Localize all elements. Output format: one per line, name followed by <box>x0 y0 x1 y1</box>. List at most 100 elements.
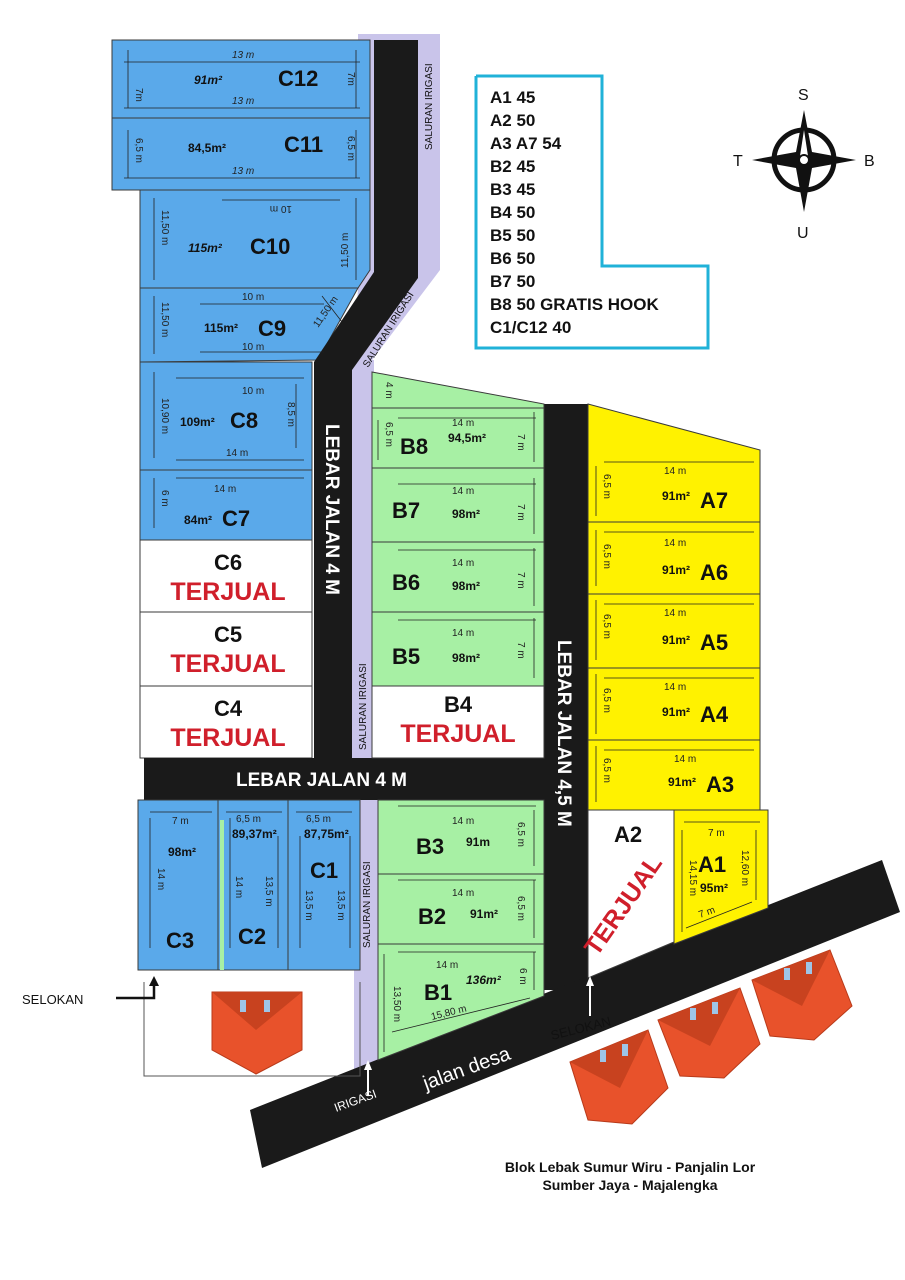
lot-c5[interactable] <box>139 611 313 687</box>
dim-a7-top: 14 m <box>664 466 686 477</box>
dim-c2-top: 6,5 m <box>236 814 261 825</box>
irrigation-label-mid: SALURAN IRIGASI <box>358 663 369 750</box>
lot-b1[interactable] <box>377 943 545 1061</box>
sold-label-c5: TERJUAL <box>170 650 285 678</box>
dim-b8-left: 6,5 m <box>383 422 394 447</box>
area-a6: 91m² <box>662 563 690 577</box>
dim-c2-left: 14 m <box>233 876 244 898</box>
irrigation-arrowhead <box>364 1060 372 1070</box>
dim-c8-right: 8,5 m <box>285 402 296 427</box>
lot-label-c11: C11 <box>284 132 323 157</box>
block-b <box>371 371 545 1061</box>
lot-a3[interactable] <box>587 739 761 811</box>
dim-b1-right: 6 m <box>517 968 528 985</box>
block-a <box>587 403 769 979</box>
dim-c10-top: 10 m <box>270 203 292 214</box>
lot-b2[interactable] <box>377 873 545 945</box>
lot-label-c2: C2 <box>238 924 266 949</box>
price-item: B7 50 <box>490 272 536 291</box>
dim-c1-right: 13,5 m <box>335 890 346 921</box>
drain-arrow-left <box>116 984 156 1000</box>
compass-south-label: U <box>797 225 809 242</box>
dim-b2-top: 14 m <box>452 888 474 899</box>
lot-label-a4: A4 <box>700 702 729 727</box>
house-icon <box>657 987 761 1079</box>
lot-label-c10: C10 <box>250 234 290 259</box>
dim-b1-top: 14 m <box>436 960 458 971</box>
dim-c1-top: 6,5 m <box>306 814 331 825</box>
price-item: B8 50 GRATIS HOOK <box>490 295 659 314</box>
lot-a5[interactable] <box>587 593 761 669</box>
area-b1: 136m² <box>466 973 502 987</box>
location-caption: Blok Lebak Sumur Wiru - Panjalin Lor Sum… <box>420 1158 840 1194</box>
lot-b4[interactable] <box>371 685 545 759</box>
price-item: B4 50 <box>490 203 536 222</box>
area-c7: 84m² <box>184 513 212 527</box>
lot-label-b7: B7 <box>392 498 420 523</box>
sold-label-c4: TERJUAL <box>170 724 285 752</box>
dim-a5-top: 14 m <box>664 608 686 619</box>
lot-label-c1: C1 <box>310 858 338 883</box>
lot-b8-notch <box>371 371 545 409</box>
lot-label-c7: C7 <box>222 506 250 531</box>
house-icon <box>211 991 303 1075</box>
lot-label-a7: A7 <box>700 488 728 513</box>
area-c12: 91m² <box>194 73 223 87</box>
area-b5: 98m² <box>452 651 480 665</box>
lot-c2-strip <box>220 820 224 970</box>
dim-b3-top: 14 m <box>452 816 474 827</box>
lot-labels: C12 C11 C10 C9 C8 C7 B8 B7 B6 B5 B3 B2 B… <box>166 66 734 1005</box>
lot-label-b5: B5 <box>392 644 420 669</box>
area-a7: 91m² <box>662 489 690 503</box>
dim-b5-right: 7 m <box>515 642 526 659</box>
price-item: B2 45 <box>490 157 536 176</box>
price-item: A2 50 <box>490 111 536 130</box>
dim-b5-top: 14 m <box>452 628 474 639</box>
lot-b6[interactable] <box>371 541 545 613</box>
irrigation-label-top: SALURAN IRIGASI <box>424 63 435 150</box>
sold-lot-name-c4: C4 <box>214 696 243 721</box>
area-a4: 91m² <box>662 705 690 719</box>
dim-a3-left: 6,5 m <box>601 758 612 783</box>
lot-label-b3: B3 <box>416 834 444 859</box>
dim-a1-top: 7 m <box>708 828 725 839</box>
dim-b6-right: 7 m <box>515 572 526 589</box>
road-main-vertical <box>314 40 418 760</box>
lot-c4[interactable] <box>139 685 313 759</box>
lot-b5[interactable] <box>371 611 545 687</box>
lot-label-b8: B8 <box>400 434 428 459</box>
lot-c6[interactable] <box>139 539 313 613</box>
dim-c9-left: 11,50 m <box>159 302 170 337</box>
dim-c3-left: 14 m <box>155 868 166 890</box>
lot-a4[interactable] <box>587 667 761 741</box>
lot-a6[interactable] <box>587 521 761 595</box>
lot-a1[interactable] <box>673 809 769 945</box>
lot-c8[interactable] <box>139 361 313 471</box>
lot-a7[interactable] <box>587 403 761 523</box>
lot-c11[interactable] <box>111 117 371 191</box>
sold-lot-name-b4: B4 <box>444 692 473 717</box>
house-icon <box>569 1029 669 1125</box>
road-label-right-vertical: LEBAR JALAN 4,5 M <box>553 640 574 827</box>
lot-c1[interactable] <box>287 799 361 971</box>
lot-c3[interactable] <box>137 799 219 971</box>
dim-c11-bottom: 13 m <box>232 166 254 177</box>
lot-label-c9: C9 <box>258 316 286 341</box>
price-item: A1 45 <box>490 88 536 107</box>
dim-a4-top: 14 m <box>664 682 686 693</box>
house-icon <box>751 949 853 1041</box>
area-b8: 94,5m² <box>448 431 486 445</box>
dim-c8-left: 10,90 m <box>159 398 170 434</box>
dim-a3-top: 14 m <box>674 754 696 765</box>
road-right-vertical <box>544 404 588 990</box>
dim-c10-left: 11,50 m <box>159 210 170 245</box>
lot-c7[interactable] <box>139 469 313 541</box>
lot-c10[interactable] <box>139 189 371 289</box>
area-c8: 109m² <box>180 415 215 429</box>
irrigation-channel-mid <box>352 360 374 800</box>
dim-a1-left: 14,15 m <box>687 860 698 896</box>
sold-lot-name-c6: C6 <box>214 550 242 575</box>
lot-label-a5: A5 <box>700 630 728 655</box>
area-c1: 87,75m² <box>304 827 349 841</box>
area-c3: 98m² <box>168 845 196 859</box>
